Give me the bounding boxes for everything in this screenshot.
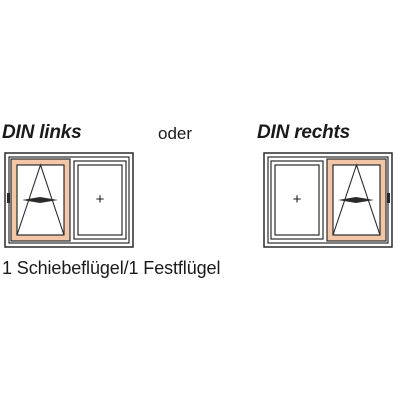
fixed-plus-icon: +	[293, 191, 302, 208]
slide-arrow-icon	[22, 197, 58, 203]
fixed-sash: +	[73, 160, 127, 240]
window-din-rechts: +	[263, 152, 393, 248]
tilt-triangle-icon	[16, 163, 65, 236]
configuration-caption: 1 Schiebeflügel/1 Festflügel	[2, 258, 221, 278]
separator-label: oder	[158, 124, 193, 143]
fixed-sash: +	[270, 160, 324, 240]
din-rechts-label: DIN rechts	[257, 122, 351, 143]
handle-icon	[7, 193, 10, 203]
handle-icon	[387, 193, 390, 203]
fixed-plus-icon: +	[96, 191, 105, 208]
slide-arrow-icon	[338, 197, 374, 203]
sliding-sash	[7, 158, 71, 242]
window-din-links: +	[4, 152, 134, 248]
din-links-label: DIN links	[2, 122, 82, 143]
sliding-sash	[326, 158, 390, 242]
tilt-triangle-icon	[332, 163, 381, 236]
